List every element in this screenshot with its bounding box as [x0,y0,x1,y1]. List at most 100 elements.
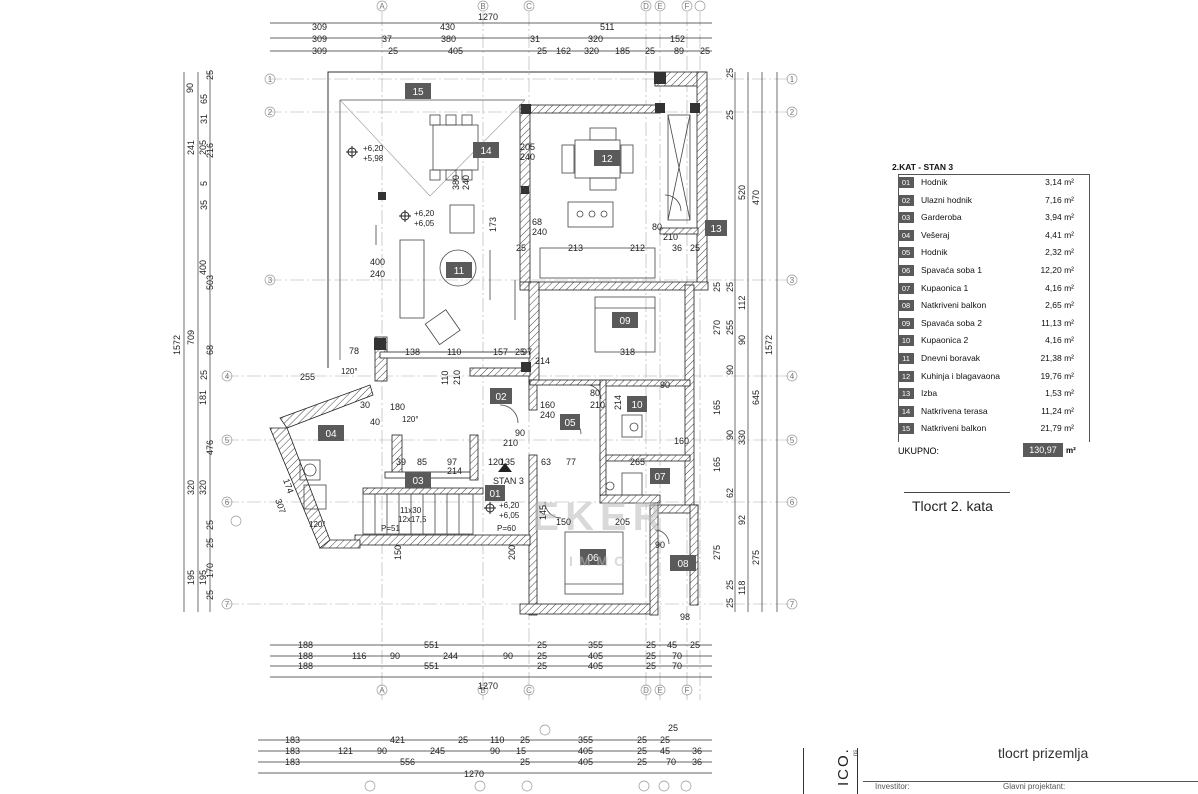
dim-right-i6: 90 [725,365,735,375]
legend-room-name: Natkriveni balkon [921,300,987,311]
dim-right-m6: 92 [737,515,747,525]
dim-room-51: 90 [655,540,665,550]
dim-room-15: 36 [672,243,682,253]
dim-room-25: 210 [452,370,462,385]
dim-foot-r3-7: 36 [692,757,702,767]
dim-bottom-1: 188 [298,640,313,650]
legend-room-area: 4,16 m² [1045,335,1074,346]
dim-bottom-r3-6: 70 [672,661,682,671]
dim-foot-r2-8: 25 [637,746,647,756]
dim-top-r3-3: 405 [448,46,463,56]
legend-room-name: Hodnik [921,247,948,258]
dim-foot-r3-2: 556 [400,757,415,767]
dim-room-11: 210 [663,232,678,242]
legend-room-name: Kuhinja i blagavaona [921,370,1000,381]
dim-left-m5: 195 [198,570,208,585]
dim-room-2: 240 [532,227,547,237]
dim-foot-2: 421 [390,735,405,745]
dim-room-14: 25 [516,243,526,253]
dim-foot-r3-5: 25 [637,757,647,767]
dim-left-o4: 195 [186,570,196,585]
dim-right-m3: 255 [725,320,735,335]
room-badge-02: 02 [495,392,507,403]
grid-label-d: D [643,2,649,11]
legend-room-area: 12,20 m² [1040,264,1074,275]
dim-room-16: 25 [690,243,700,253]
dim-room-17: 318 [620,347,635,357]
watermark: EKER IMMO [532,495,661,569]
dim-left-total: 1572 [172,335,182,355]
grid-label-4-right: 4 [790,372,795,381]
sheet-caption: Tlocrt 2. kata [912,498,993,514]
title-block: ICO. ns tlocrt prizemlja Investitor: Gla… [803,745,1198,794]
dim-foot-r3-3: 25 [520,757,530,767]
door-note-1: P=51 [381,524,400,533]
dim-foot-3: 25 [458,735,468,745]
angle-label-1: 120° [341,367,358,376]
dim-top-3: 511 [600,22,614,32]
dim-bottom-total: 1270 [478,681,498,691]
room-badge-08: 08 [677,559,689,570]
dim-room-54: 90 [660,380,670,390]
legend-room-name: Kupaonica 1 [921,282,969,293]
title-block-side-text: ICO. [835,747,852,786]
dim-top-1: 309 [312,22,327,32]
dim-top-r3-10: 25 [700,46,710,56]
legend-num: 03 [898,212,914,224]
dim-room-29: 214 [613,395,623,410]
room-badge-04: 04 [325,429,337,440]
room-badge-13: 13 [710,224,722,235]
dim-room-6: 240 [370,269,385,279]
dim-room-19: 110 [447,347,461,357]
dim-room-8: 380 [451,175,461,190]
grid-label-5: 5 [225,436,230,445]
legend-total: UKUPNO: 130,97 m² [892,442,1088,460]
legend-num: 06 [898,264,914,276]
dim-room-34: 77 [566,457,576,467]
dim-left-m4: 320 [198,480,208,495]
dim-bottom-r2-1: 188 [298,651,313,661]
dim-room-55: 180 [390,402,405,412]
dim-room-35: 265 [630,457,645,467]
dim-foot-r3-1: 183 [285,757,300,767]
legend-room-name: Natkrivena terasa [921,405,988,416]
dim-top-r3-4: 25 [537,46,547,56]
legend-total-value: 130,97 [1023,442,1063,457]
dim-right-i1: 25 [725,68,735,78]
dim-room-31: 90 [515,428,525,438]
legend-room-area: 21,79 m² [1040,423,1074,434]
legend-num: 15 [898,423,914,435]
legend-num: 10 [898,335,914,347]
stair-note-2: 12x17,5 [398,515,427,524]
dim-right-i8: 90 [725,430,735,440]
dim-room-56: 40 [370,417,380,427]
legend-room-name: Spavaća soba 2 [921,317,982,328]
dim-room-50: 307 [273,497,288,515]
dim-right-m4: 90 [737,335,747,345]
dim-room-33: 63 [541,457,551,467]
dim-foot-r2-6: 15 [516,746,526,756]
dim-foot-r2-3: 90 [377,746,387,756]
dim-right-i10: 62 [725,488,735,498]
dim-top-r2-4: 31 [530,34,540,44]
grid-label-7-right: 7 [790,600,795,609]
grid-label-6: 6 [225,498,230,507]
dim-foot-r2-10: 36 [692,746,702,756]
dim-bottom-r3-1: 188 [298,661,313,671]
dim-top-r3-7: 185 [615,46,630,56]
level-markers: +6,20 +5,98 +6,20 +6,05 +6,20 +6,05 120°… [309,144,524,533]
legend-room-area: 4,41 m² [1045,229,1074,240]
legend-room-name: Izba [921,388,938,399]
legend-num: 13 [898,388,914,400]
dim-bottom-r2-2: 116 [352,651,366,661]
top-dimensions: 309 430 511 1270 309 37 380 31 320 152 3… [312,12,710,56]
dim-bottom-7: 25 [690,640,700,650]
legend-total-label: UKUPNO: [898,445,940,456]
angle-label-2: 120° [402,415,419,424]
